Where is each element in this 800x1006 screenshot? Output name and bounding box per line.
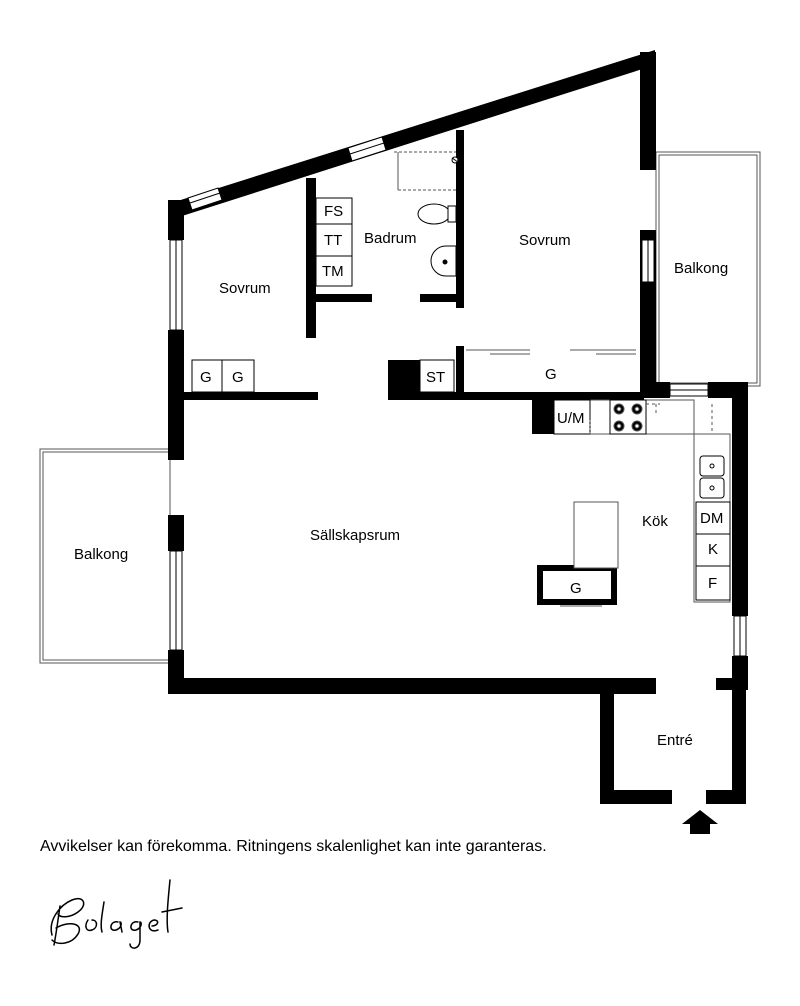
entrance-arrow-icon (682, 810, 718, 834)
kitchen (553, 399, 731, 603)
label-balkong-right: Balkong (674, 260, 728, 277)
disclaimer-text: Avvikelser kan förekomma. Ritningens ska… (40, 838, 547, 855)
wall-right-upper (640, 52, 656, 170)
label-dm: DM (700, 510, 723, 527)
wall-slanted-top (168, 50, 655, 216)
label-sovrum-left: Sovrum (219, 280, 271, 297)
wall-st-block (388, 360, 420, 398)
label-g-island: G (570, 580, 582, 597)
wall-hall-bottom (388, 392, 644, 400)
fs-cabinet (315, 197, 353, 225)
label-g-hall: G (545, 366, 557, 383)
wall-left-mid (168, 330, 184, 460)
wall-entre-bottom-right (706, 790, 746, 804)
wall-sovrum-right-door-left (456, 346, 464, 392)
label-f: F (708, 575, 717, 592)
wall-kitchen-top (640, 382, 670, 398)
label-st: ST (426, 369, 445, 386)
sink-icon (430, 245, 457, 277)
kitchen-island (573, 501, 619, 569)
windows (169, 136, 747, 657)
window-top-left (187, 187, 223, 211)
label-g-left-1: G (200, 369, 212, 386)
label-sallskapsrum: Sällskapsrum (310, 527, 400, 544)
label-k: K (708, 541, 718, 558)
room-labels: Sovrum Badrum Sovrum Balkong Balkong Säl… (74, 230, 728, 749)
fixture-labels: FS TT TM G G ST G U/M DM K F G (200, 203, 723, 597)
wall-left-lower-a (168, 515, 184, 551)
exterior-walls (168, 50, 748, 804)
wall-badrum-bottom-b (420, 294, 456, 302)
tm-cabinet (315, 255, 353, 287)
label-fs: FS (324, 203, 343, 220)
label-kok: Kök (642, 513, 668, 530)
f-appliance (695, 565, 731, 601)
wardrobes (191, 359, 617, 605)
label-balkong-left: Balkong (74, 546, 128, 563)
label-tt: TT (324, 232, 342, 249)
wall-badrum-bottom-a (316, 294, 372, 302)
label-tm: TM (322, 263, 344, 280)
bathroom-fixtures (315, 156, 459, 287)
wall-entre-bottom-left (600, 790, 672, 804)
wardrobe-g-left-2 (221, 359, 255, 393)
label-um: U/M (557, 410, 585, 427)
wall-badrum-right (456, 130, 464, 308)
wall-um-block (532, 398, 554, 434)
wardrobe-g-left-1 (191, 359, 223, 393)
label-entre: Entré (657, 732, 693, 749)
interior-walls (184, 130, 644, 434)
wall-entre-right (732, 688, 746, 804)
wall-entre-left (600, 688, 614, 804)
kitchen-sink-icon (699, 455, 725, 499)
shower-icon (451, 156, 459, 164)
wall-kitchen-right (732, 382, 748, 616)
um-appliance (553, 399, 591, 435)
wall-sovrum-left-right (306, 178, 316, 338)
wardrobe-st (419, 359, 455, 393)
wall-bottom (168, 678, 656, 694)
toilet-icon (417, 203, 457, 225)
label-g-left-2: G (232, 369, 244, 386)
bolaget-logo (50, 879, 183, 949)
wall-right-lower (640, 282, 656, 386)
wall-left-upper (168, 200, 184, 240)
label-badrum: Badrum (364, 230, 417, 247)
wall-bottom-right (716, 678, 748, 690)
label-sovrum-right: Sovrum (519, 232, 571, 249)
wall-sovrum-left-bottom (184, 392, 318, 400)
